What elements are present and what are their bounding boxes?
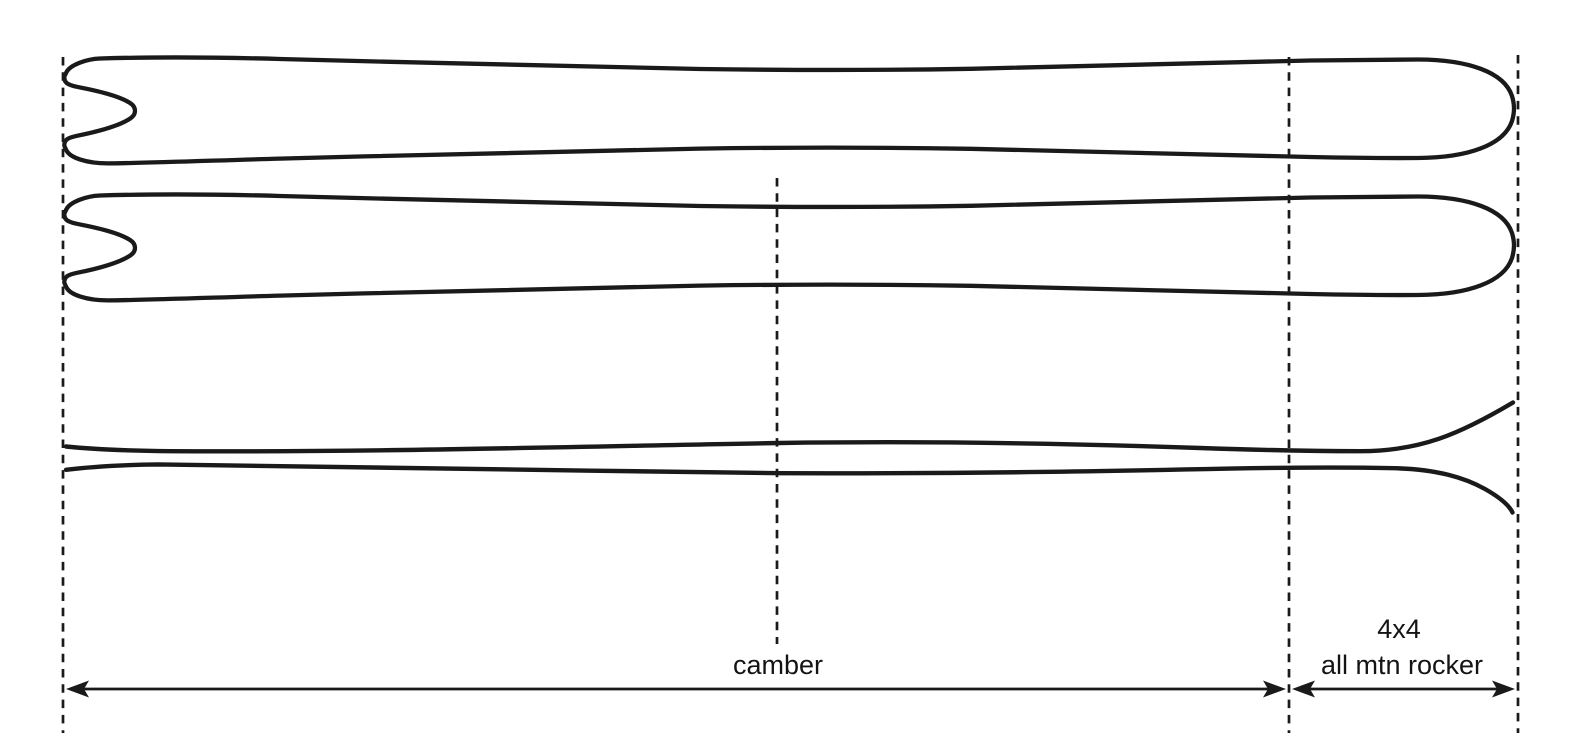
rocker-label-line1: 4x4 <box>1377 614 1421 644</box>
rocker-span-arrow <box>1292 680 1515 698</box>
ski-top-view-first <box>64 57 1514 163</box>
profile-lower-base-line <box>63 462 1515 515</box>
arrowhead-left-icon <box>1292 680 1315 698</box>
arrowhead-right-icon <box>1492 680 1515 698</box>
profile-upper-base-line <box>63 400 1516 454</box>
camber-span-arrow <box>66 680 1286 698</box>
rocker-label-line2: all mtn rocker <box>1321 650 1483 680</box>
arrowhead-right-icon <box>1263 680 1286 698</box>
ski-top-view-second <box>64 194 1514 300</box>
camber-label: camber <box>733 650 823 680</box>
arrowhead-left-icon <box>66 680 89 698</box>
